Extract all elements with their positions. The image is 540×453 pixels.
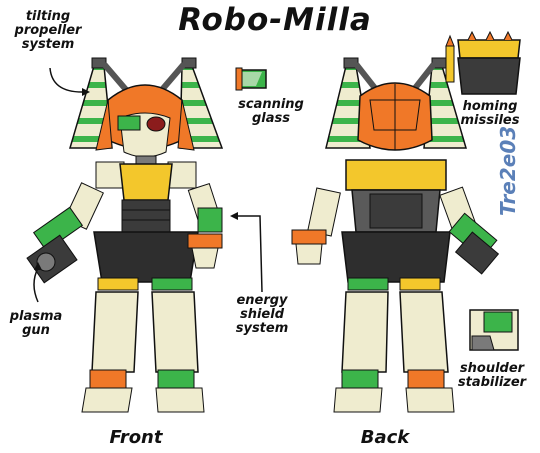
callout-propeller-line-3: system bbox=[21, 37, 75, 52]
plasma-gun-part bbox=[26, 206, 84, 284]
callout-propeller: tilting propeller system bbox=[4, 10, 92, 52]
callout-glass-line-2: glass bbox=[251, 111, 290, 126]
front-chest bbox=[119, 163, 173, 201]
back-view-robot bbox=[291, 57, 500, 413]
gun-arrow bbox=[33, 267, 39, 303]
callout-plasma-gun: plasma gun bbox=[6, 310, 66, 338]
callout-gun-line-1: plasma bbox=[9, 309, 63, 324]
callout-shield-line-3: system bbox=[235, 321, 289, 336]
callout-stabilizer-line-1: shoulder bbox=[459, 361, 525, 376]
sheet-title: Robo-Milla bbox=[178, 2, 372, 38]
callout-missiles-line-2: missiles bbox=[460, 113, 520, 128]
front-view-robot bbox=[26, 57, 224, 413]
scanning-glass-inset bbox=[235, 67, 267, 91]
callout-propeller-line-1: tilting bbox=[25, 9, 71, 24]
callout-missiles-line-1: homing bbox=[462, 99, 518, 114]
artist-signature: Tre2e03 bbox=[496, 125, 520, 216]
callout-propeller-line-2: propeller bbox=[14, 23, 82, 38]
homing-missiles-inset bbox=[445, 30, 521, 95]
back-view-label: Back bbox=[360, 427, 410, 448]
callout-shield-line-2: shield bbox=[239, 307, 285, 322]
callout-shoulder-stabilizer: shoulder stabilizer bbox=[450, 362, 534, 390]
back-right-leg bbox=[399, 291, 449, 373]
shield-arrow bbox=[238, 215, 263, 293]
shoulder-stabilizer-inset bbox=[469, 309, 519, 351]
front-left-leg bbox=[91, 291, 139, 373]
front-right-leg bbox=[151, 291, 199, 373]
callout-energy-shield: energy shield system bbox=[222, 294, 302, 336]
callout-scanning-glass: scanning glass bbox=[234, 98, 308, 126]
callout-gun-line-2: gun bbox=[22, 323, 50, 338]
front-view-label: Front bbox=[109, 427, 163, 448]
callout-stabilizer-line-2: stabilizer bbox=[457, 375, 527, 390]
back-left-leg bbox=[341, 291, 389, 373]
propeller-arrow bbox=[49, 67, 83, 93]
callout-shield-line-1: energy bbox=[236, 293, 288, 308]
callout-glass-line-1: scanning bbox=[238, 97, 304, 112]
callout-arrows bbox=[33, 67, 263, 303]
callout-homing-missiles: homing missiles bbox=[450, 100, 530, 128]
